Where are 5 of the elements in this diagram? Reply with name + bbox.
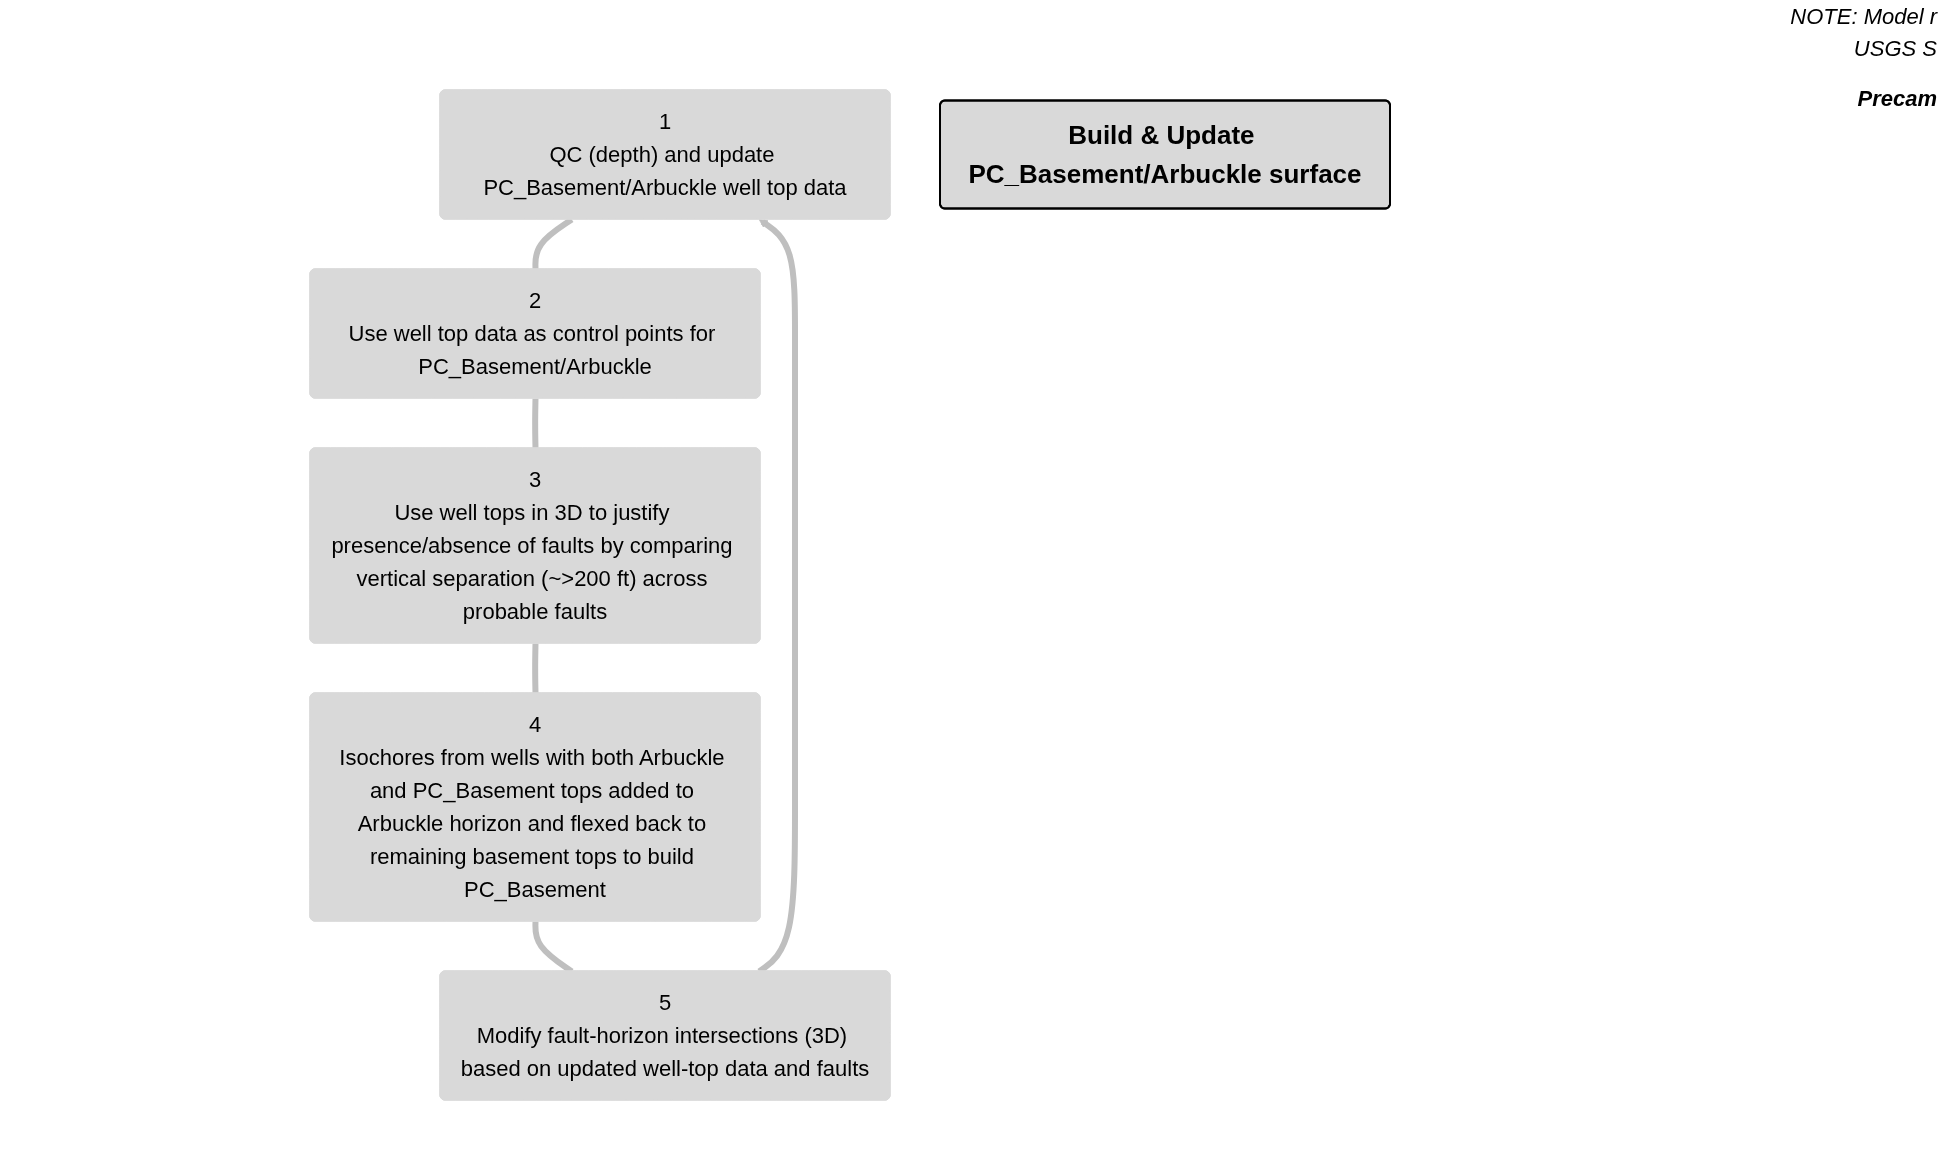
note-text: Precam xyxy=(1856,86,1937,112)
note-text: USGS S xyxy=(1852,36,1937,62)
connector xyxy=(532,643,539,694)
note-text: NOTE: Model r xyxy=(1790,4,1937,30)
connector xyxy=(532,398,539,449)
